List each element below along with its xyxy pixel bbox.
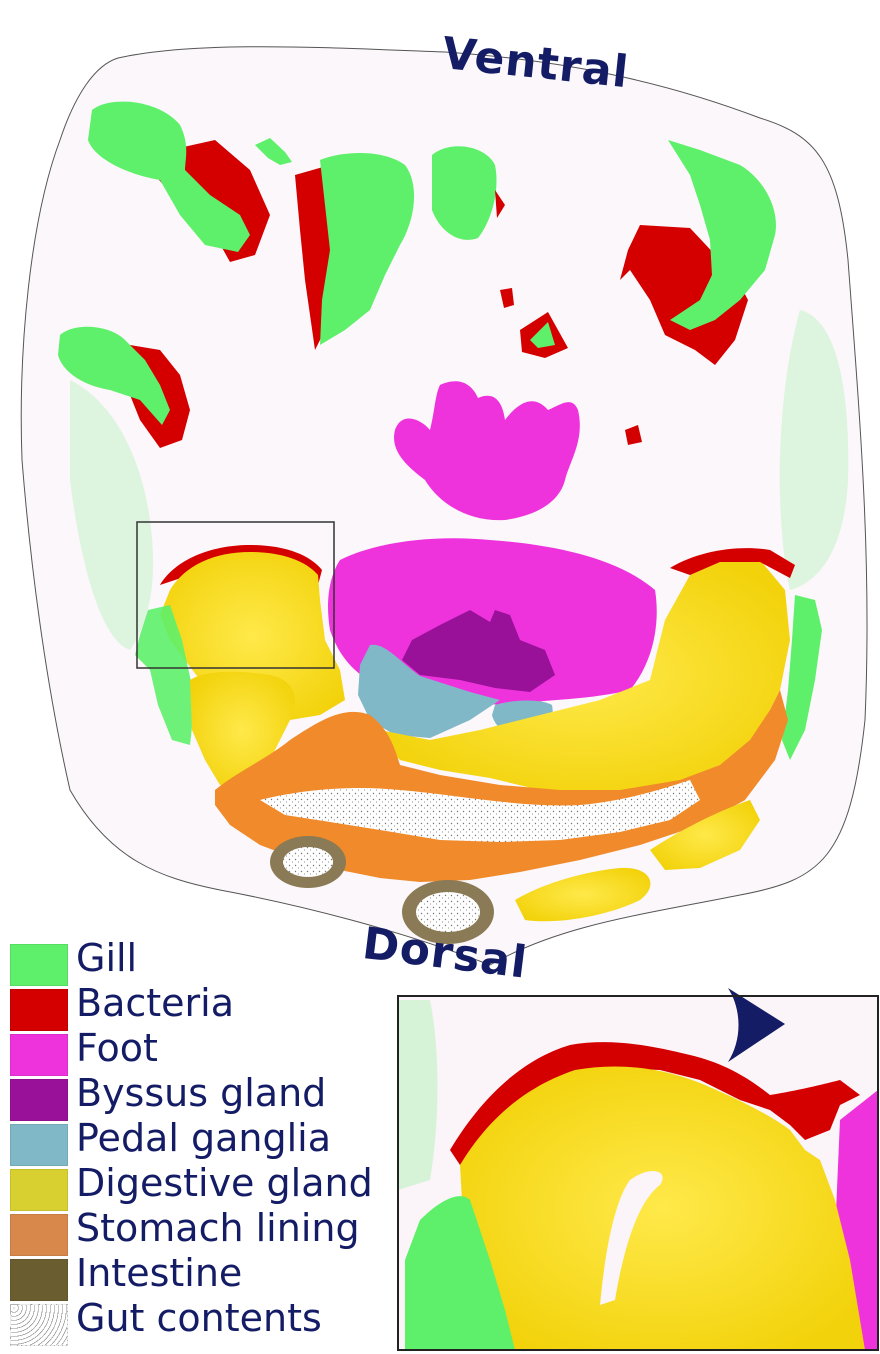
legend-swatch: [10, 1214, 68, 1256]
legend-item: Byssus gland: [10, 1077, 400, 1119]
legend-swatch: [10, 1304, 68, 1346]
legend-swatch: [10, 1079, 68, 1121]
legend-label: Digestive gland: [76, 1161, 373, 1205]
legend-item: Intestine: [10, 1257, 400, 1299]
legend-label: Bacteria: [76, 981, 234, 1025]
legend-item: Foot: [10, 1032, 400, 1074]
legend-item: Pedal ganglia: [10, 1122, 400, 1164]
legend-label: Pedal ganglia: [76, 1116, 331, 1160]
intestine-1-contents: [283, 847, 333, 877]
legend-label: Gill: [76, 936, 137, 980]
legend-item: Stomach lining: [10, 1212, 400, 1254]
inset-faint-tissue: [398, 1000, 438, 1190]
legend-label: Intestine: [76, 1251, 242, 1295]
legend-swatch: [10, 989, 68, 1031]
legend-swatch: [10, 1124, 68, 1166]
legend-item: Gut contents: [10, 1302, 400, 1344]
legend-swatch: [10, 944, 68, 986]
legend-swatch: [10, 1034, 68, 1076]
legend-label: Foot: [76, 1026, 158, 1070]
legend-label: Gut contents: [76, 1296, 322, 1340]
legend-label: Byssus gland: [76, 1071, 326, 1115]
zoom-inset: [398, 988, 878, 1350]
legend-swatch: [10, 1169, 68, 1211]
legend-item: Digestive gland: [10, 1167, 400, 1209]
legend-label: Stomach lining: [76, 1206, 360, 1250]
legend-item: Bacteria: [10, 987, 400, 1029]
legend-item: Gill: [10, 942, 400, 984]
legend-swatch: [10, 1259, 68, 1301]
